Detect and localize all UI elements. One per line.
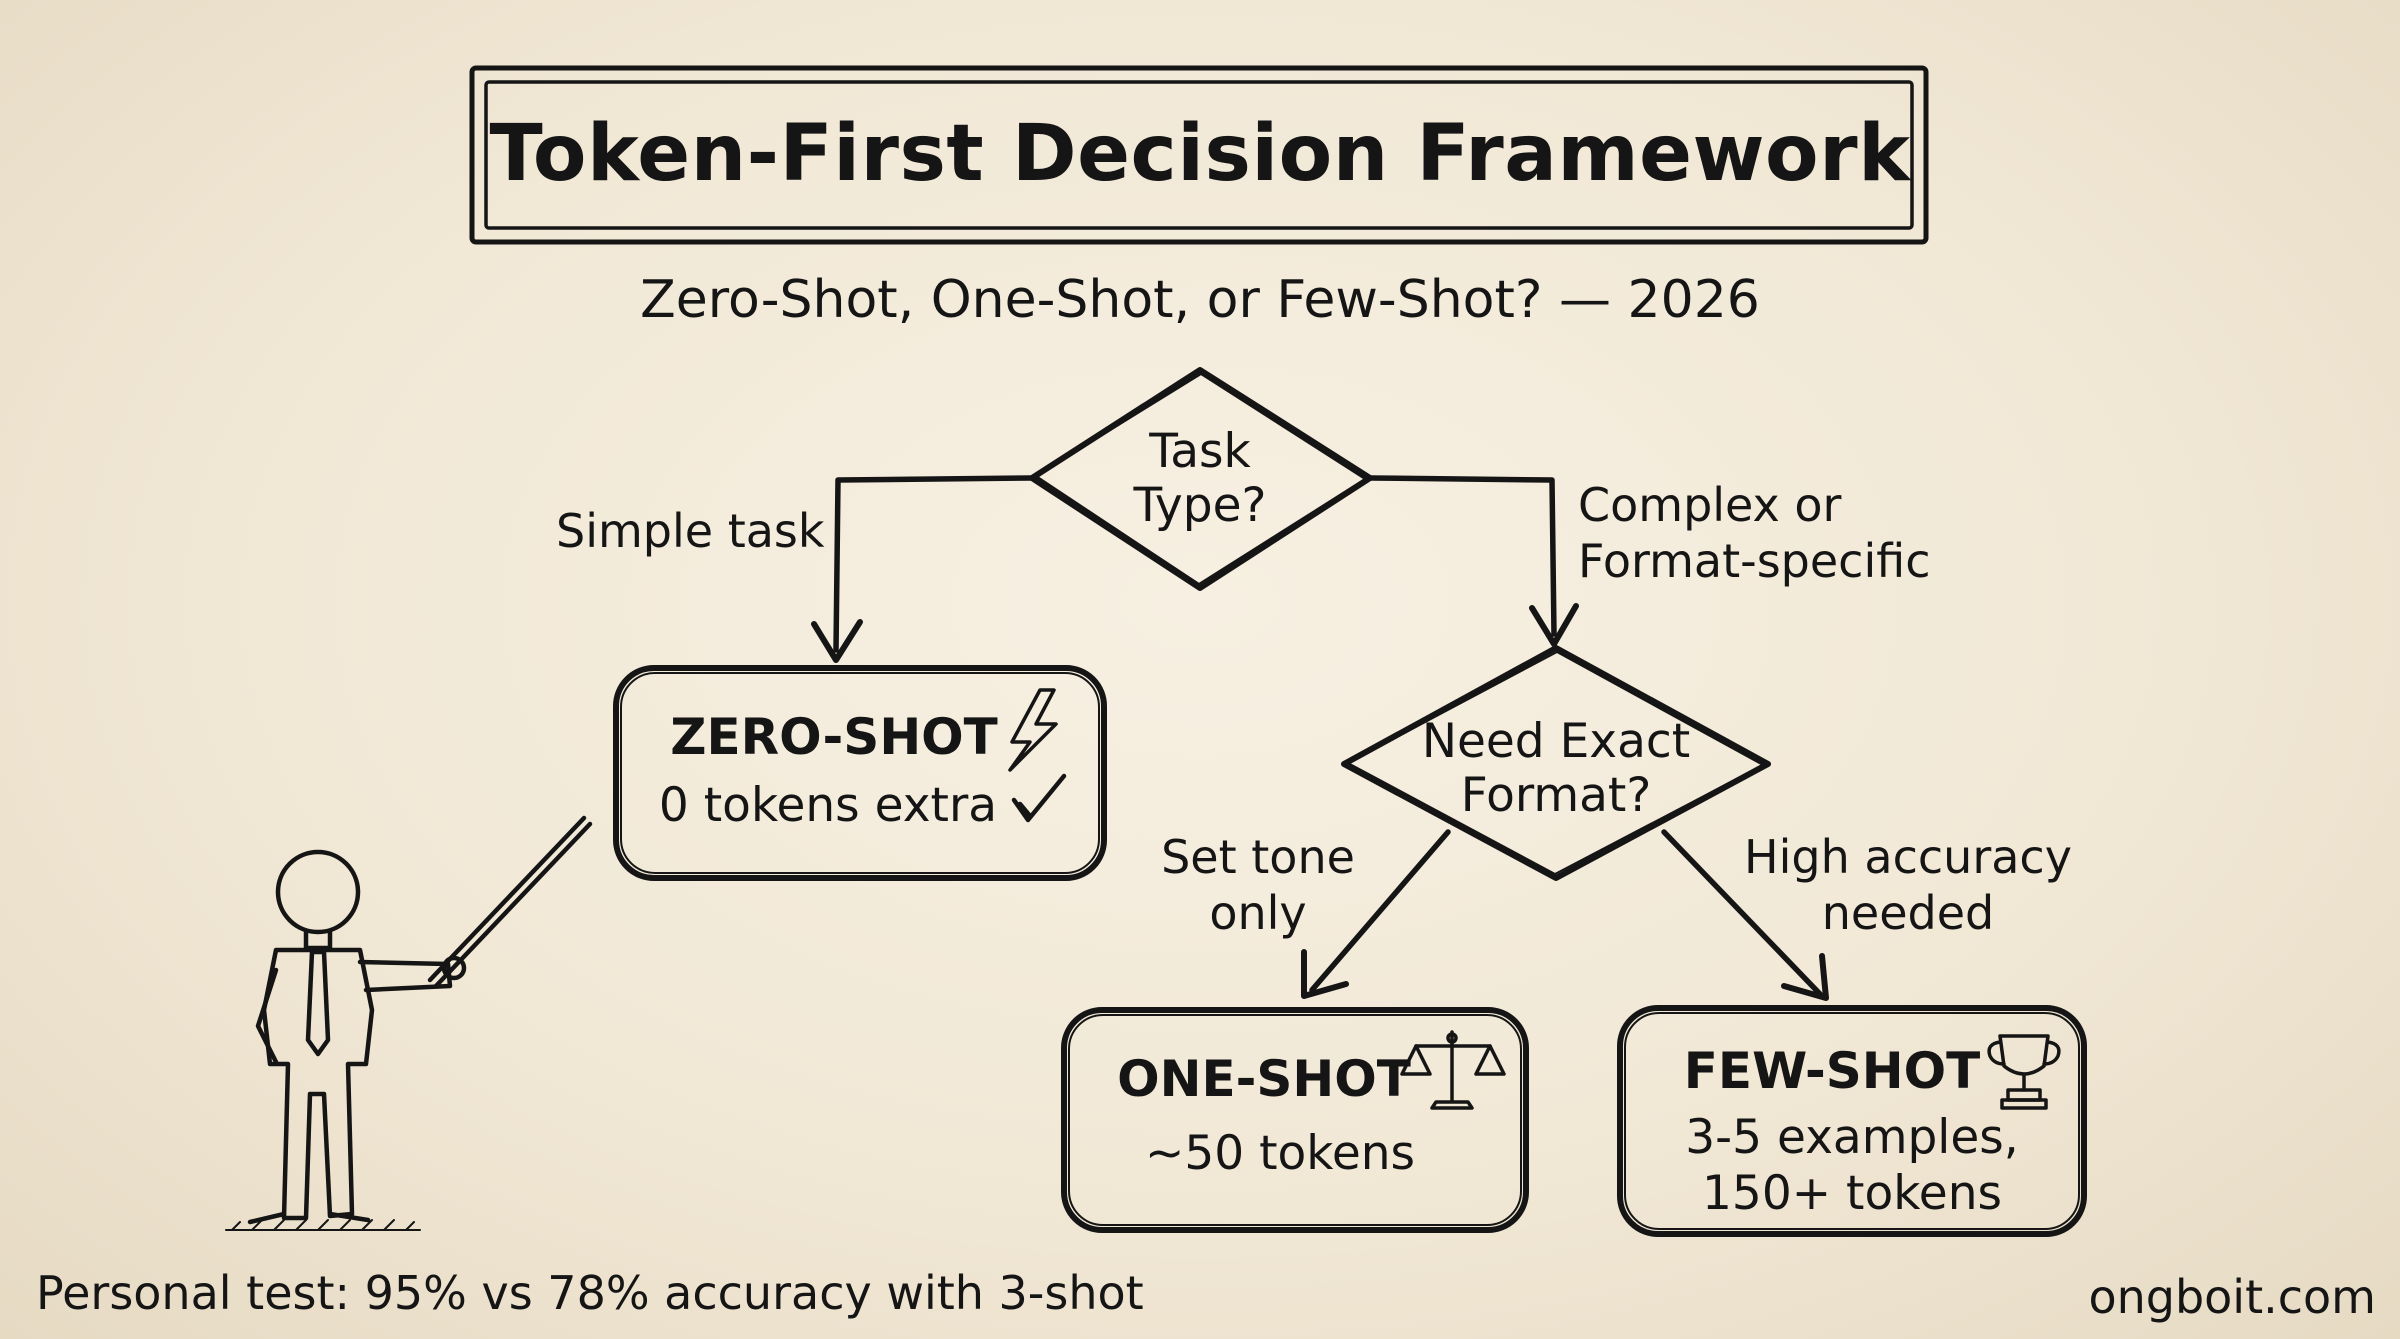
one-shot-title: ONE-SHOT <box>1117 1050 1411 1108</box>
few-shot-detail-line1: 3-5 examples, <box>1685 1110 2019 1165</box>
need-format-diamond <box>1341 645 1771 881</box>
edge-label-complex-line2: Format-specific <box>1578 534 1931 588</box>
edge-label-complex-line1: Complex or <box>1578 478 1842 532</box>
checkmark-icon <box>1011 773 1067 823</box>
zero-shot-detail: 0 tokens extra <box>658 778 998 833</box>
few-shot-box <box>1617 1005 2087 1237</box>
edge-label-simple-task: Simple task <box>556 504 825 558</box>
presenter-figure <box>247 815 593 1225</box>
zero-shot-title: ZERO-SHOT <box>670 708 998 766</box>
ground-hatch <box>225 1219 421 1231</box>
edge-complex <box>1367 475 1557 637</box>
footer-note: Personal test: 95% vs 78% accuracy with … <box>36 1266 1144 1320</box>
title-frame <box>469 65 1929 245</box>
edge-label-accuracy-line1: High accuracy <box>1744 830 2072 884</box>
few-shot-title: FEW-SHOT <box>1683 1042 1981 1100</box>
one-shot-box <box>1061 1007 1529 1233</box>
arrowhead-few-shot <box>1781 953 1829 1001</box>
edge-label-tone-line1: Set tone <box>1161 830 1355 884</box>
footer-site: ongboit.com <box>2088 1270 2376 1324</box>
page-subtitle: Zero-Shot, One-Shot, or Few-Shot? — 2026 <box>640 270 1760 330</box>
task-type-label-line2: Type? <box>1133 478 1267 533</box>
few-shot-detail-line2: 150+ tokens <box>1702 1166 2002 1221</box>
arrowhead-one-shot <box>1301 949 1349 999</box>
edge-high-accuracy <box>1661 829 1823 997</box>
arrowhead-zero-shot <box>811 619 863 663</box>
edge-label-accuracy-line2: needed <box>1821 886 1995 940</box>
edge-set-tone <box>1309 829 1451 993</box>
need-format-label-line2: Format? <box>1460 768 1652 823</box>
balance-scale-icon <box>1400 1030 1506 1110</box>
edge-label-tone-line2: only <box>1209 886 1307 940</box>
one-shot-detail: ~50 tokens <box>1144 1126 1416 1181</box>
need-format-label-line1: Need Exact <box>1421 714 1691 769</box>
task-type-label-line1: Task <box>1149 424 1251 479</box>
zero-shot-box <box>613 665 1107 881</box>
page-title: Token-First Decision Framework <box>489 109 1911 199</box>
arrowhead-need-format <box>1529 603 1579 647</box>
trophy-icon <box>1987 1034 2061 1110</box>
edge-simple-task <box>833 475 1035 653</box>
lightning-icon <box>1008 688 1058 772</box>
